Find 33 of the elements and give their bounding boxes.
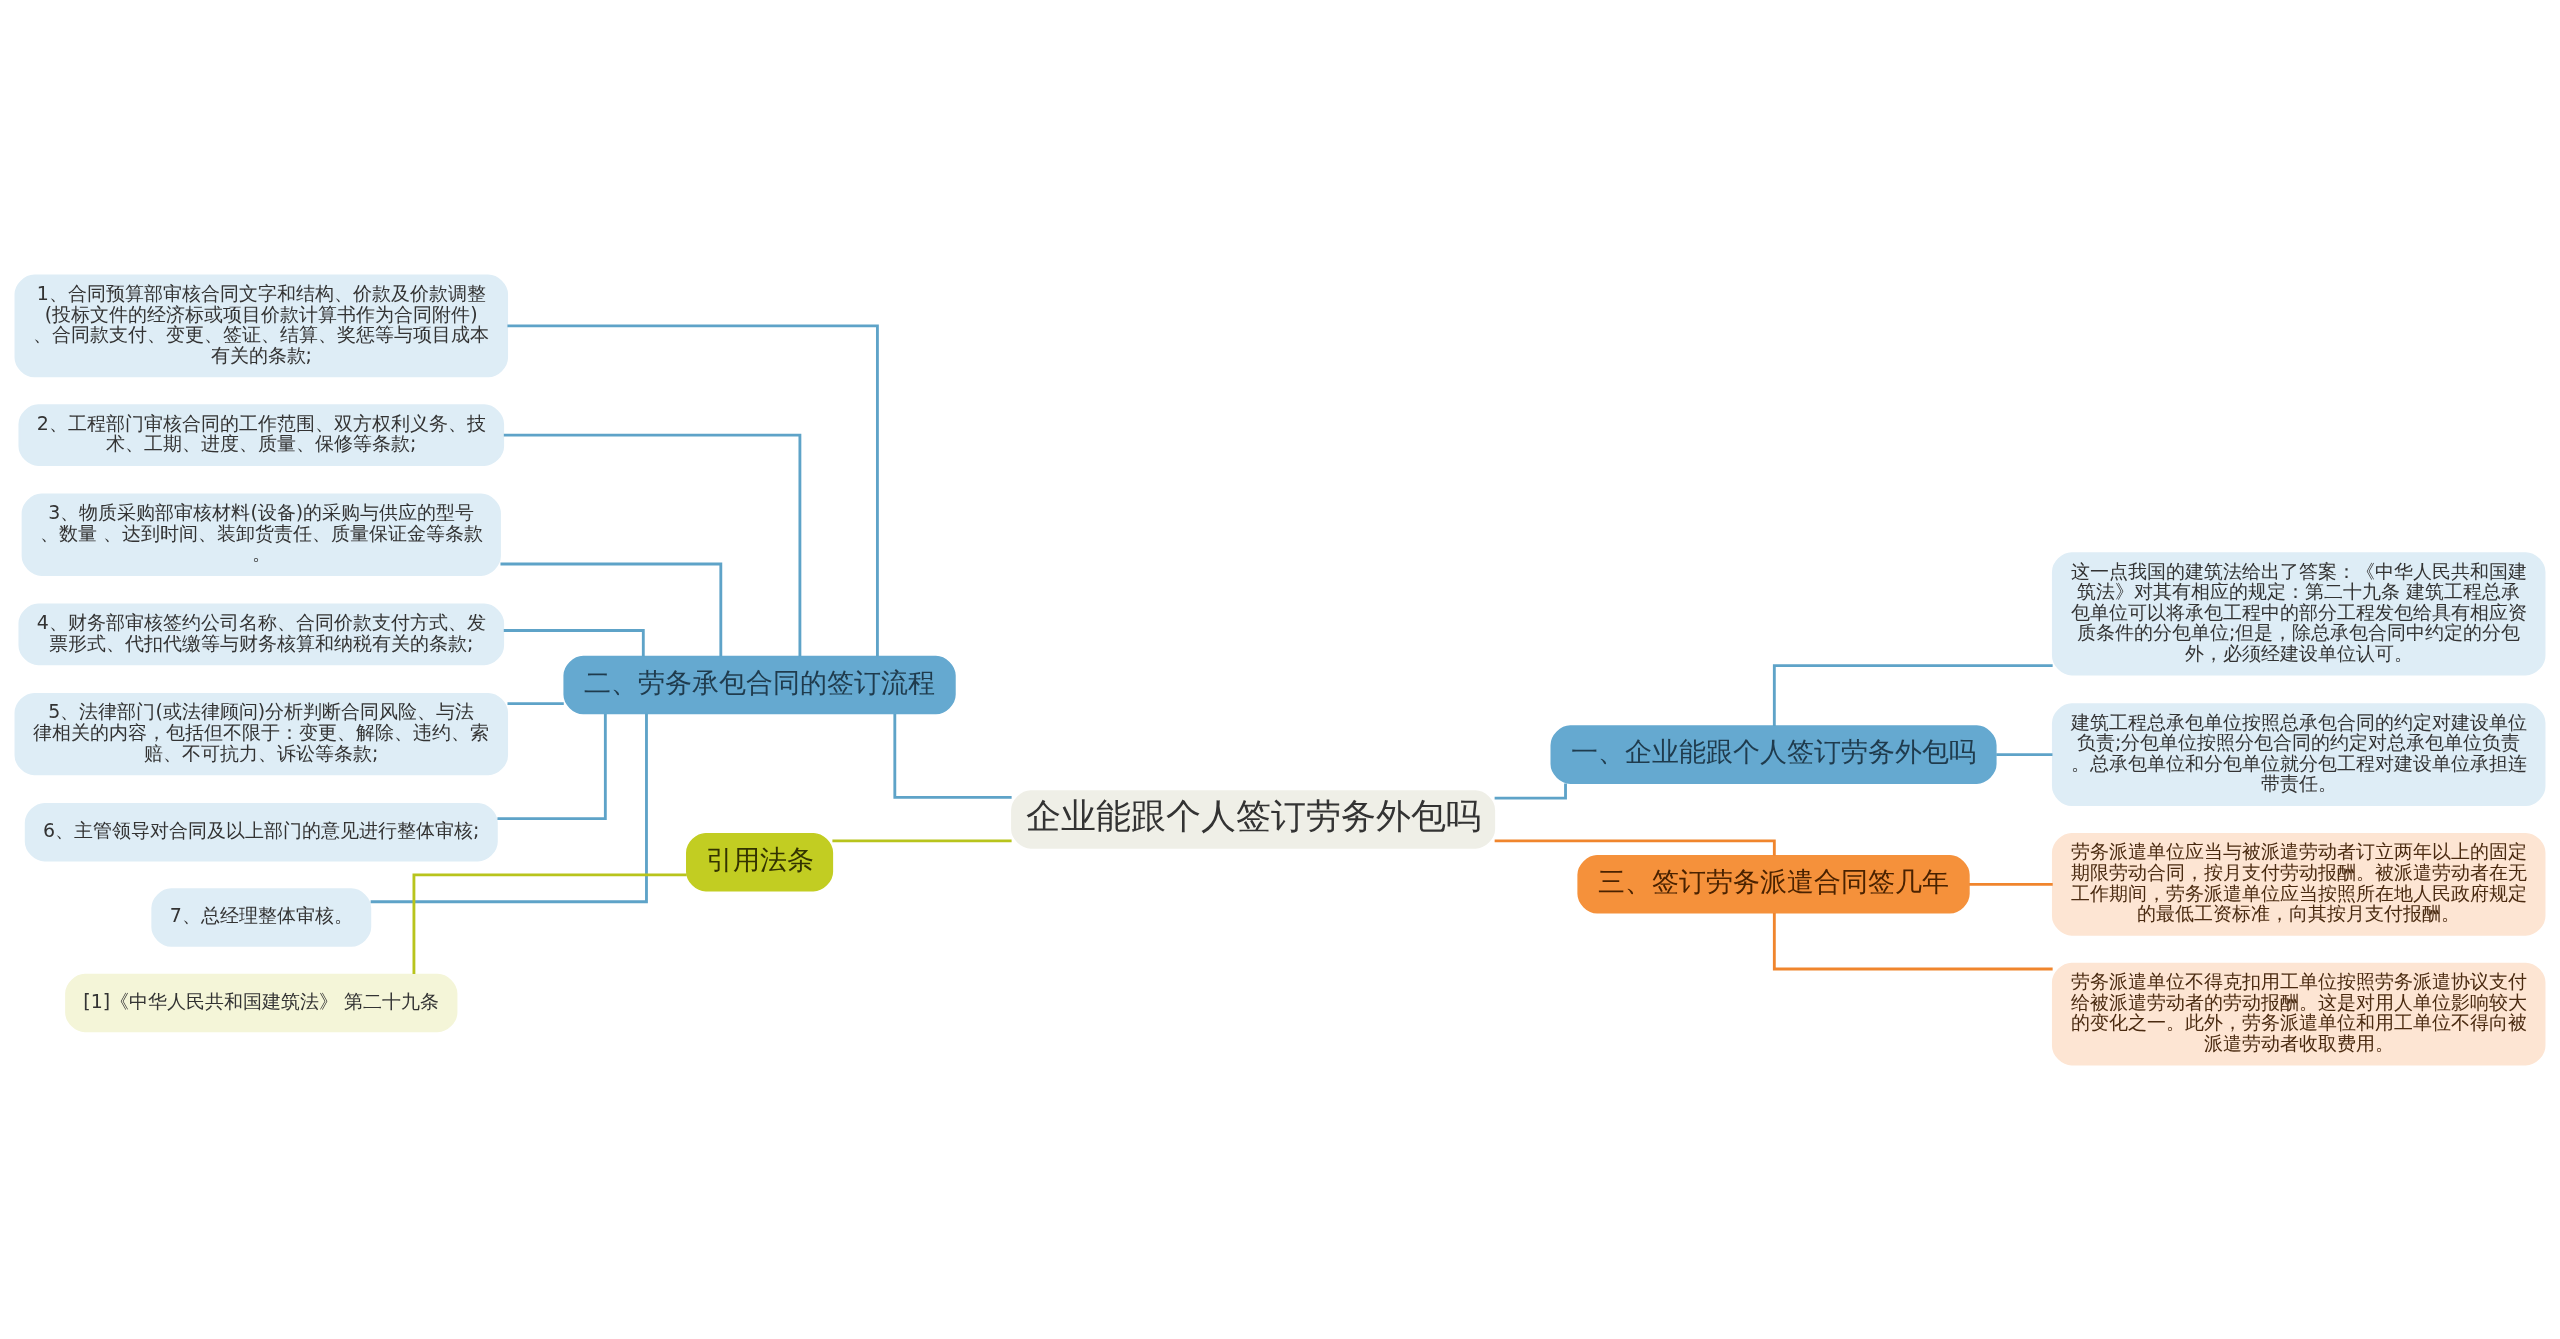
connector — [497, 713, 607, 820]
connector — [503, 433, 802, 656]
node-box: 企业能跟个人签订劳务外包吗 — [1011, 789, 1496, 849]
connector — [1494, 838, 1776, 856]
connector — [1996, 752, 2053, 756]
node-box: 引用法条 — [686, 832, 834, 891]
connector — [1772, 663, 2053, 726]
connector — [503, 628, 645, 656]
node-box: 劳务派遣单位不得克扣用工单位按照劳务派遣协议支付给被派遣劳动者的劳动报酬。这是对用人单位影响较大的变化之一。此外，劳务派遣单位和用工单位不得向被派遣劳动者收取费用。 — [2051, 962, 2546, 1065]
node-box: 4、财务部审核签约公司名称、合同价款支付方式、发票形式、代扣代缴等与财务核算和纳税有关的条款; — [18, 603, 505, 665]
connector — [1969, 882, 2053, 886]
connector — [832, 838, 1012, 842]
connector — [507, 701, 564, 705]
connector — [1494, 782, 1567, 800]
node-box: 2、工程部门审核合同的工作范围、双方权利义务、技术、工期、进度、质量、保修等条款; — [18, 403, 505, 466]
connector — [893, 713, 1012, 799]
node-box: 一、企业能跟个人签订劳务外包吗 — [1550, 724, 1997, 784]
node-box: 3、物质采购部审核材料(设备)的采购与供应的型号、数量 、达到时间、装卸货责任、质量保证金等条款。 — [21, 493, 501, 576]
node-box: 建筑工程总承包单位按照总承包合同的约定对建设单位负责;分包单位按照分包合同的约定对总承包单位负责。总承包单位和分包单位就分包工程对建设单位承担连带责任。 — [2051, 702, 2546, 806]
node-box: 三、签订劳务派遣合同签几年 — [1577, 854, 1970, 914]
node-box: 5、法律部门(或法律顾问)分析判断合同风险、与法律相关的内容，包括但不限于：变更、解除、违约、索赔、不可抗力、诉讼等条款; — [14, 692, 509, 775]
connector — [1772, 912, 2053, 970]
node-box: 1、合同预算部审核合同文字和结构、价款及价款调整(投标文件的经济标或项目价款计算书作为合同附件)、合同款支付、变更、签证、结算、奖惩等与项目成本有关的条款; — [14, 274, 509, 377]
connector — [500, 562, 723, 656]
node-box: [1]《中华人民共和国建筑法》 第二十九条 — [65, 973, 458, 1032]
connector — [507, 324, 879, 656]
node-box: 这一点我国的建筑法给出了答案：《中华人民共和国建筑法》对其有相应的规定：第二十九条 建筑工程总承包单位可以将承包工程中的部分工程发包给具有相应资质条件的分包单位;但是，除总承包合同中约定的分包外，必须经建设单位认可。 — [2051, 551, 2546, 676]
node-box: 二、劳务承包合同的签订流程 — [563, 655, 956, 714]
connector — [412, 872, 687, 974]
node-box: 7、总经理整体审核。 — [151, 887, 372, 947]
node-box: 劳务派遣单位应当与被派遣劳动者订立两年以上的固定期限劳动合同，按月支付劳动报酬。被派遣劳动者在无工作期间，劳务派遣单位应当按照所在地人民政府规定的最低工资标准，向其按月支付报酬。 — [2051, 832, 2546, 936]
connector — [370, 713, 648, 903]
node-box: 6、主管领导对合同及以上部门的意见进行整体审核; — [24, 802, 498, 861]
